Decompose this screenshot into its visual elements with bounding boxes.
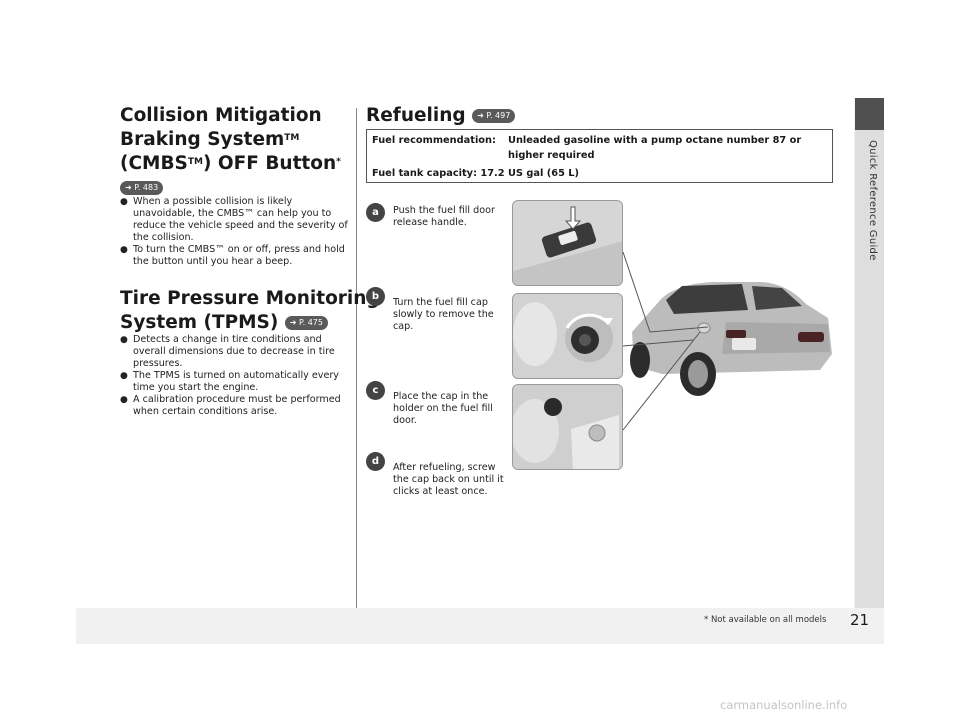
tpms-title-line2: System (TPMS) ➜ P. 475 — [120, 311, 328, 335]
page-ref-link[interactable]: ➜ P. 475 — [284, 316, 328, 330]
page-ref-text: P. 483 — [134, 182, 159, 192]
page-ref-link[interactable]: ➜ P. 483 — [120, 180, 164, 195]
tpms-bullet-list: Detects a change in tire conditions and … — [120, 334, 352, 418]
side-tab-label: Quick Reference Guide — [867, 140, 878, 261]
fuel-door-handle-photo — [512, 200, 623, 286]
list-item: The TPMS is turned on automatically ever… — [120, 370, 352, 394]
fuel-rec-value: Unleaded gasoline with a pump octane num… — [508, 135, 802, 146]
step-badge: b — [366, 287, 385, 306]
page-number: 21 — [850, 611, 870, 629]
step-text: Place the cap in the holder on the fuel … — [393, 391, 493, 426]
list-item: When a possible collision is likely unav… — [120, 196, 352, 244]
list-item: Detects a change in tire conditions and … — [120, 334, 352, 370]
step-text: After refueling, screw the cap back on u… — [393, 462, 504, 497]
car-illustration — [622, 270, 834, 400]
tm-mark: TM — [284, 133, 300, 143]
watermark: carmanualsonline.info — [720, 698, 848, 712]
tpms-title-line1: Tire Pressure Monitoring — [120, 288, 380, 309]
list-item: To turn the CMBS™ on or off, press and h… — [120, 244, 352, 268]
column-divider — [356, 108, 357, 608]
step-badge: d — [366, 452, 385, 471]
footnote: * Not available on all models — [704, 615, 827, 625]
fuel-cap-remove-photo — [512, 293, 623, 379]
cmbs-title-text: (CMBS — [120, 153, 188, 174]
cmbs-title-line2: Braking SystemTM — [120, 128, 299, 152]
side-tab-marker — [855, 98, 884, 130]
cmbs-page-ref[interactable]: ➜ P. 483 — [120, 177, 164, 196]
page-ref-text: P. 475 — [299, 318, 323, 327]
fuel-spec-box: Fuel recommendation: Unleaded gasoline w… — [366, 129, 833, 183]
tm-mark: TM — [187, 157, 203, 167]
tank-capacity: Fuel tank capacity: 17.2 US gal (65 L) — [372, 168, 580, 179]
page-ref-link[interactable]: ➜ P. 497 — [472, 109, 516, 123]
step-badge: c — [366, 381, 385, 400]
cmbs-bullet-list: When a possible collision is likely unav… — [120, 196, 352, 268]
cmbs-title-line1: Collision Mitigation — [120, 105, 322, 126]
footnote-star: * — [336, 157, 341, 167]
side-tab — [855, 98, 884, 608]
tpms-title-text: System (TPMS) — [120, 312, 279, 333]
step-text: Turn the fuel fill cap slowly to remove … — [393, 297, 494, 332]
arrow-icon: ➜ — [289, 318, 297, 327]
page-ref-text: P. 497 — [486, 111, 511, 120]
fuel-rec-value-cont: higher required — [508, 150, 595, 161]
refueling-title-text: Refueling — [366, 105, 466, 126]
list-item: A calibration procedure must be performe… — [120, 394, 352, 418]
fuel-cap-holder-photo — [512, 384, 623, 470]
cmbs-title-text: Braking System — [120, 129, 285, 150]
arrow-icon: ➜ — [125, 182, 132, 192]
step-text: Push the fuel fill door release handle. — [393, 205, 495, 228]
cmbs-title-text: ) OFF Button — [202, 153, 337, 174]
arrow-icon: ➜ — [477, 111, 484, 120]
fuel-rec-label: Fuel recommendation: — [372, 135, 496, 146]
step-badge: a — [366, 203, 385, 222]
cmbs-title-line3: (CMBSTM) OFF Button* — [120, 152, 341, 176]
refueling-title: Refueling ➜ P. 497 — [366, 104, 516, 128]
